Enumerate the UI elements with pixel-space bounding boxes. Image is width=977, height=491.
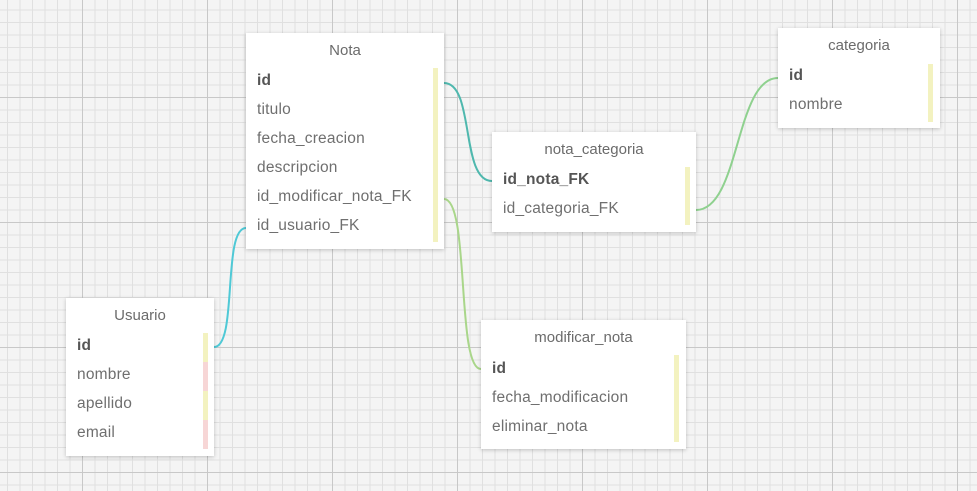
field-marker-bar <box>685 167 690 225</box>
field-id-modificar-nota-fk[interactable]: id_modificar_nota_FK <box>257 188 412 205</box>
field-marker-bar <box>674 355 679 442</box>
field-fecha-creacion[interactable]: fecha_creacion <box>257 130 365 147</box>
entity-nota[interactable]: Nota id titulo fecha_creacion descripcio… <box>246 33 444 249</box>
field-nombre[interactable]: nombre <box>789 96 843 113</box>
connector-nota-categoria-categoria[interactable] <box>695 77 779 211</box>
field-nombre[interactable]: nombre <box>77 366 131 383</box>
entity-title: Usuario <box>114 307 166 324</box>
entity-title: Nota <box>329 42 361 59</box>
field-id-usuario-fk[interactable]: id_usuario_FK <box>257 217 360 234</box>
field-list: id fecha_modificacion eliminar_nota <box>481 354 686 441</box>
entity-nota-categoria[interactable]: nota_categoria id_nota_FK id_categoria_F… <box>492 132 696 232</box>
field-marker-segment <box>203 333 208 362</box>
field-descripcion[interactable]: descripcion <box>257 159 338 176</box>
field-id[interactable]: id <box>77 337 92 354</box>
field-list: id_nota_FK id_categoria_FK <box>492 165 696 223</box>
entity-title: nota_categoria <box>544 141 644 158</box>
connector-usuario-nota[interactable] <box>213 227 247 348</box>
connector-nota-modificar-nota[interactable] <box>443 198 482 370</box>
entity-modificar-nota[interactable]: modificar_nota id fecha_modificacion eli… <box>481 320 686 449</box>
field-list: id nombre apellido email <box>66 331 214 447</box>
field-marker-bar <box>928 64 933 122</box>
field-id[interactable]: id <box>492 360 507 377</box>
field-eliminar-nota[interactable]: eliminar_nota <box>492 418 588 435</box>
field-marker-bar <box>203 333 208 449</box>
entity-title: modificar_nota <box>534 329 633 346</box>
field-list: id titulo fecha_creacion descripcion id_… <box>246 66 444 240</box>
field-marker-segment <box>203 420 208 449</box>
field-id[interactable]: id <box>257 72 272 89</box>
entity-title: categoria <box>828 37 890 54</box>
connector-nota-nota-categoria[interactable] <box>443 82 493 182</box>
field-id-nota-fk[interactable]: id_nota_FK <box>503 171 590 188</box>
field-apellido[interactable]: apellido <box>77 395 133 412</box>
field-marker-segment <box>203 391 208 420</box>
field-id-categoria-fk[interactable]: id_categoria_FK <box>503 200 619 217</box>
field-titulo[interactable]: titulo <box>257 101 291 118</box>
field-fecha-modificacion[interactable]: fecha_modificacion <box>492 389 629 406</box>
field-id[interactable]: id <box>789 67 804 84</box>
field-marker-bar <box>433 68 438 242</box>
field-email[interactable]: email <box>77 424 116 441</box>
field-marker-segment <box>203 362 208 391</box>
field-list: id nombre <box>778 61 940 119</box>
entity-categoria[interactable]: categoria id nombre <box>778 28 940 128</box>
entity-usuario[interactable]: Usuario id nombre apellido email <box>66 298 214 456</box>
